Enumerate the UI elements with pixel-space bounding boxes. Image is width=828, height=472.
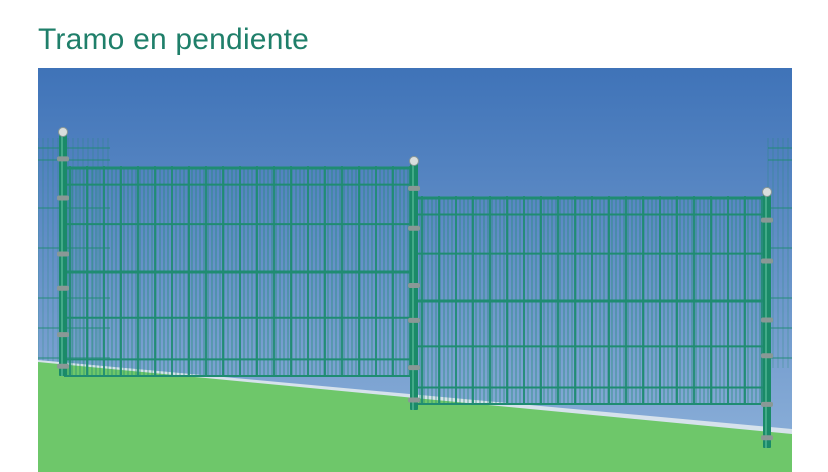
post-clamp — [57, 332, 69, 338]
post-clamp — [57, 251, 69, 257]
fence-panel-right — [415, 196, 766, 405]
post-clamp — [761, 401, 773, 407]
post-clamp — [761, 435, 773, 441]
post-clamp — [408, 317, 420, 323]
post-cap — [762, 187, 772, 197]
post-clamp — [408, 185, 420, 191]
post-clamp — [57, 285, 69, 291]
post-clamp — [57, 363, 69, 369]
post-cap — [409, 156, 419, 166]
post-clamp — [761, 353, 773, 359]
post-clamp — [761, 317, 773, 323]
post-clamp — [57, 156, 69, 162]
post-clamp — [57, 195, 69, 201]
fence-illustration — [38, 68, 792, 472]
post-clamp — [408, 365, 420, 371]
page-title: Tramo en pendiente — [38, 23, 309, 56]
post-cap — [58, 127, 68, 137]
ground — [38, 362, 792, 472]
fence-post-3 — [761, 187, 773, 448]
post-clamp — [761, 258, 773, 264]
fence-scene — [38, 68, 792, 472]
post-clamp — [408, 283, 420, 289]
front-fence — [57, 127, 773, 448]
post-clamp — [408, 225, 420, 231]
fence-post-2 — [408, 156, 420, 410]
fence-post-1 — [57, 127, 69, 376]
fence-panel-left — [63, 166, 413, 377]
post-clamp — [761, 217, 773, 223]
post-clamp — [408, 397, 420, 403]
